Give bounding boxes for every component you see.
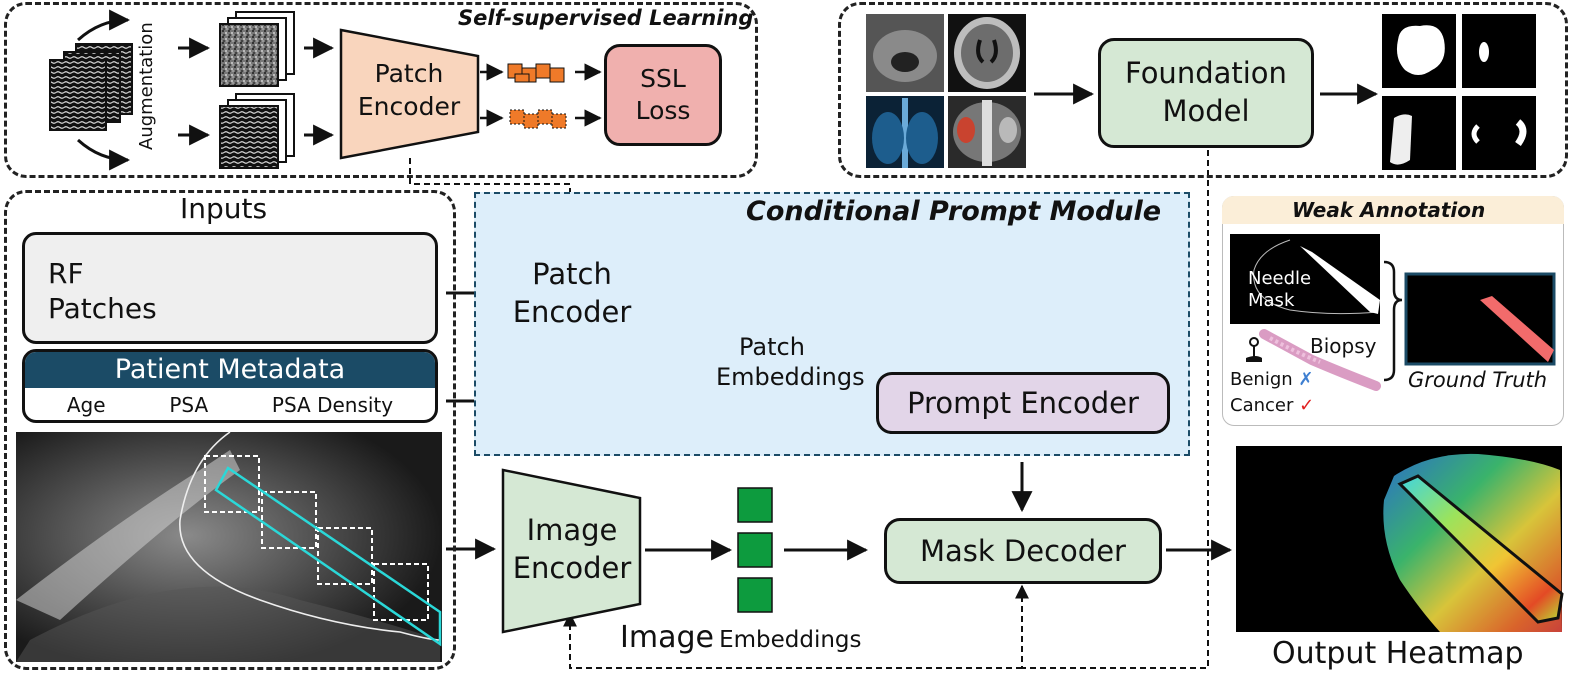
needle-mask-label: Needle Mask xyxy=(1248,268,1312,311)
weak-annotation-header xyxy=(1222,196,1564,224)
image-embeddings-label: Image Embeddings xyxy=(620,620,862,655)
metadata-age: Age xyxy=(66,393,106,417)
biopsy-label: Biopsy xyxy=(1310,334,1377,358)
patient-metadata-title: Patient Metadata xyxy=(25,352,435,388)
ssl-patch-encoder-label: Patch Encoder xyxy=(357,59,461,121)
ssl-input-stack xyxy=(49,43,133,131)
mask-decoder-label: Mask Decoder xyxy=(920,534,1126,568)
patch-embeddings-label: Patch Embeddings xyxy=(716,333,865,391)
image-embeddings-label-b: Embeddings xyxy=(719,627,862,653)
patient-metadata-panel: Patient Metadata Age PSA PSA Density xyxy=(22,349,438,423)
foundation-image-grid xyxy=(866,14,1026,168)
needle-mask-image xyxy=(1230,234,1380,324)
benign-label: Benign xyxy=(1230,369,1293,390)
ground-truth-image xyxy=(1404,272,1556,366)
foundation-model-label: Foundation Model xyxy=(1125,56,1287,128)
cancer-label: Cancer xyxy=(1230,395,1294,416)
ssl-loss-label: SSL Loss xyxy=(635,63,691,126)
prompt-encoder-label: Prompt Encoder xyxy=(907,386,1139,420)
ssl-loss-box: SSL Loss xyxy=(604,44,722,146)
ultrasound-image xyxy=(16,431,442,662)
ssl-embeddings-bottom xyxy=(509,109,567,129)
image-encoder-shape xyxy=(501,468,642,634)
prompt-encoder-box: Prompt Encoder xyxy=(876,372,1170,434)
image-encoder-label: Image Encoder xyxy=(512,513,632,585)
metadata-fields: Age PSA PSA Density xyxy=(25,388,435,420)
weak-annotation-title: Weak Annotation xyxy=(1292,198,1486,222)
cpm-title: Conditional Prompt Module xyxy=(746,196,1162,227)
ground-truth-label: Ground Truth xyxy=(1408,368,1548,392)
image-embeddings-blocks xyxy=(737,487,773,613)
foundation-mask-grid xyxy=(1382,14,1536,170)
foundation-region xyxy=(838,2,1568,178)
inputs-region xyxy=(4,190,456,670)
augmentation-label: Augmentation xyxy=(136,22,157,150)
image-embeddings-label-a: Image xyxy=(620,620,714,655)
rf-patches-panel xyxy=(22,232,438,344)
microscope-icon xyxy=(1246,337,1262,362)
annotation-brace xyxy=(1383,260,1403,382)
output-heatmap-label: Output Heatmap xyxy=(1272,636,1524,671)
metadata-psa-density: PSA Density xyxy=(271,393,394,417)
rf-patches-label: RF Patches xyxy=(48,257,157,325)
inputs-title: Inputs xyxy=(180,192,268,225)
foundation-model-box: Foundation Model xyxy=(1098,38,1314,148)
output-heatmap-image xyxy=(1236,446,1564,632)
ssl-embeddings-top xyxy=(507,63,565,83)
aug-arrow-top xyxy=(76,9,131,42)
cancer-row: Cancer ✓ xyxy=(1230,395,1314,416)
ssl-patch-encoder-shape xyxy=(339,28,480,160)
aug-arrow-bottom xyxy=(76,138,131,171)
augmented-stack-bottom xyxy=(219,93,295,169)
benign-row: Benign ✗ xyxy=(1230,369,1314,390)
ssl-region xyxy=(4,2,758,178)
biopsy-image xyxy=(1259,329,1381,391)
ssl-title: Self-supervised Learning xyxy=(458,6,754,30)
cancer-mark-icon: ✓ xyxy=(1299,395,1315,416)
benign-mark-icon: ✗ xyxy=(1298,369,1314,390)
metadata-psa: PSA xyxy=(169,393,209,417)
augmented-stack-top xyxy=(219,11,295,87)
mask-decoder-box: Mask Decoder xyxy=(884,518,1162,584)
cpm-patch-encoder-label: Patch Encoder xyxy=(512,257,632,329)
